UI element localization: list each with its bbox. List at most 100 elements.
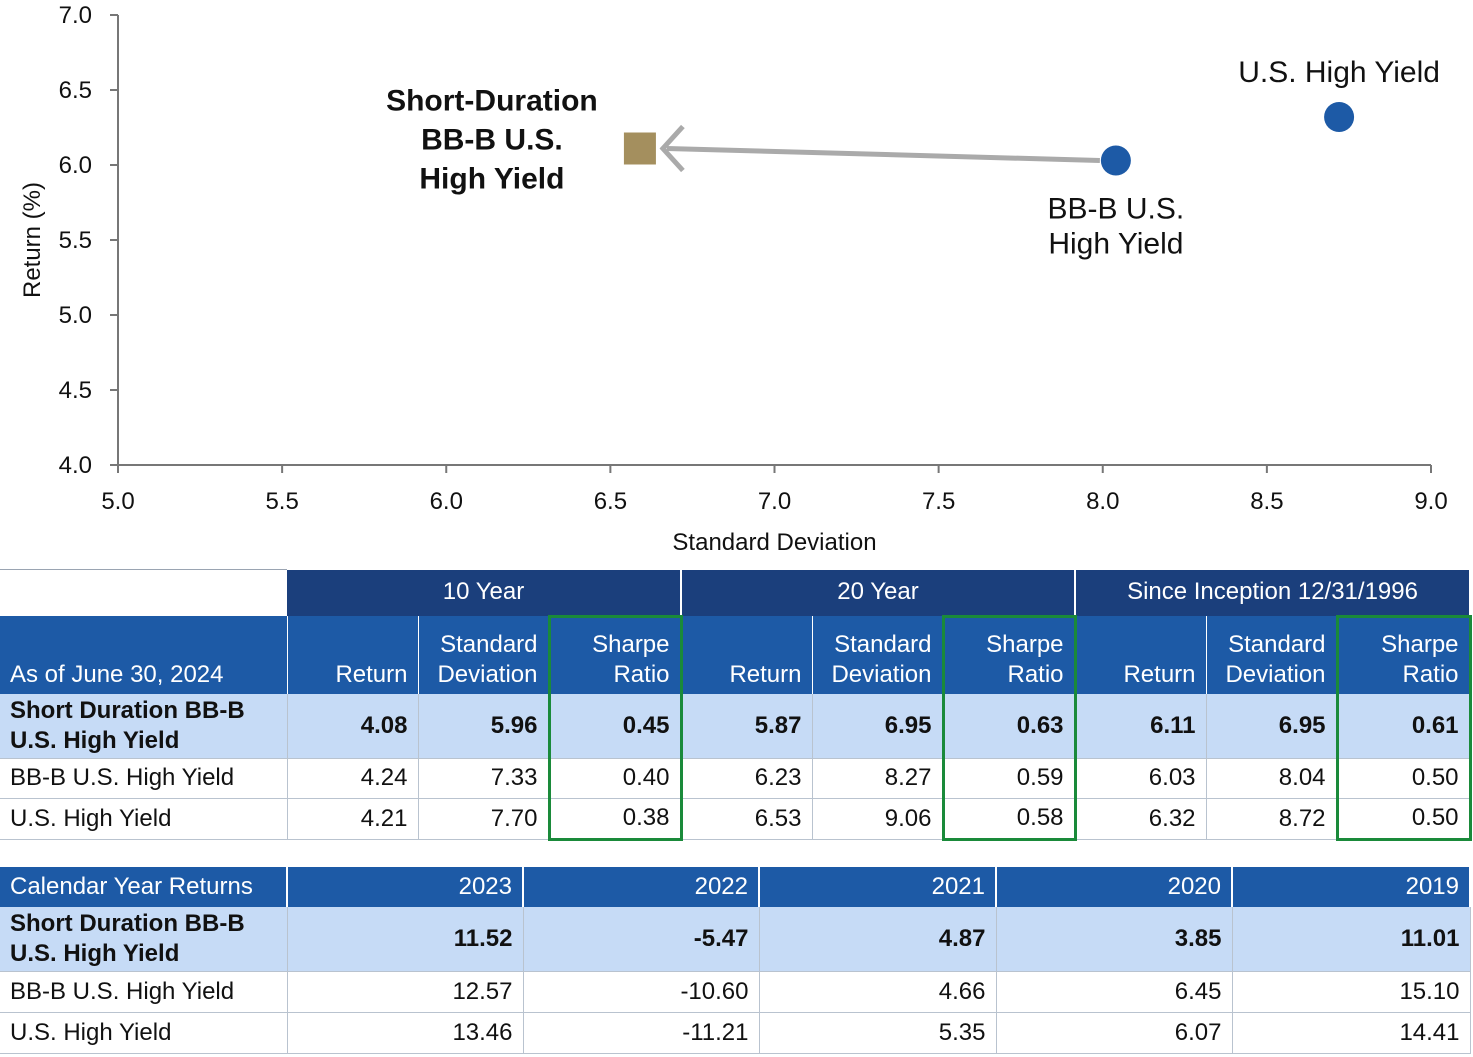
point-label: BB-B U.S.	[1048, 193, 1185, 226]
y-tick-label: 7.0	[59, 2, 92, 29]
table-cell: 6.03	[1075, 758, 1207, 799]
row-label-line: BB-B U.S. High Yield	[10, 978, 235, 1005]
table-cell: 8.04	[1206, 758, 1338, 799]
metric-header-line: Deviation	[831, 660, 932, 688]
table-cell: 0.58	[941, 798, 1077, 841]
metric-header-line: Sharpe	[592, 630, 670, 658]
metric-header-line: Ratio	[1402, 660, 1459, 688]
metric-header: Return	[287, 616, 419, 694]
table-cell: -5.47	[523, 907, 760, 972]
table-cell: 6.95	[812, 693, 944, 759]
metric-header-line: Sharpe	[1381, 630, 1459, 658]
table-cell: 0.45	[547, 693, 683, 759]
table-cell: 12.57	[287, 971, 524, 1013]
table-cell: 0.59	[941, 758, 1077, 799]
table-cell: 11.01	[1232, 907, 1471, 972]
metric-header-line: Return	[335, 660, 408, 688]
calendar-title: Calendar Year Returns	[0, 867, 288, 907]
x-tick-label: 6.0	[430, 488, 463, 515]
metric-header-line: Standard	[834, 630, 932, 658]
year-header: 2021	[759, 867, 997, 907]
y-tick-label: 4.0	[59, 452, 92, 479]
metric-header-line: Return	[729, 660, 802, 688]
metric-header-line: Deviation	[437, 660, 538, 688]
row-label: U.S. High Yield	[0, 798, 288, 840]
year-header: 2023	[287, 867, 524, 907]
table-cell: 7.33	[418, 758, 550, 799]
x-axis-title: Standard Deviation	[672, 529, 876, 556]
arrow-shaft	[666, 146, 1100, 163]
table-cell: 0.50	[1335, 798, 1472, 841]
x-tick-label: 5.5	[265, 488, 298, 515]
metric-header-line: Return	[1123, 660, 1196, 688]
table-cell: 6.45	[996, 971, 1233, 1013]
table-cell: -11.21	[523, 1012, 760, 1054]
year-header: 2022	[523, 867, 760, 907]
point-label: U.S. High Yield	[1238, 56, 1440, 89]
table-cell: 3.85	[996, 907, 1233, 972]
table-cell: 8.27	[812, 758, 944, 799]
table-cell: 6.23	[681, 758, 813, 799]
metric-header-line: Sharpe	[986, 630, 1064, 658]
y-tick-label: 5.0	[59, 302, 92, 329]
metric-header-line: Deviation	[1225, 660, 1326, 688]
row-label-line: U.S. High Yield	[10, 1019, 172, 1046]
year-header: 2020	[996, 867, 1233, 907]
point-label: BB-B U.S.	[421, 124, 563, 157]
row-label: BB-B U.S. High Yield	[0, 971, 288, 1013]
table-cell: 4.87	[759, 907, 997, 972]
metric-header: Return	[681, 616, 813, 694]
x-tick-label: 5.0	[101, 488, 134, 515]
table-cell: 4.66	[759, 971, 997, 1013]
table-cell: 6.11	[1075, 693, 1207, 759]
table-cell: 11.52	[287, 907, 524, 972]
table-cell: -10.60	[523, 971, 760, 1013]
table-cell: 4.08	[287, 693, 419, 759]
period-header-row: 10 Year 20 Year Since Inception 12/31/19…	[0, 569, 1472, 616]
x-tick-label: 7.5	[922, 488, 955, 515]
x-tick-label: 9.0	[1414, 488, 1447, 515]
table-cell: 8.72	[1206, 798, 1338, 840]
table-cell: 0.50	[1335, 758, 1472, 799]
row-label-line: U.S. High Yield	[10, 940, 180, 967]
period-header-since-inception: Since Inception 12/31/1996	[1075, 569, 1472, 616]
y-tick-label: 5.5	[59, 227, 92, 254]
table-cell: 4.21	[287, 798, 419, 840]
table-cell: 5.87	[681, 693, 813, 759]
table-cell: 0.38	[547, 798, 683, 841]
table-cell: 7.70	[418, 798, 550, 840]
point-square-marker	[623, 132, 656, 165]
year-header: 2019	[1232, 867, 1471, 907]
y-axis-title: Return (%)	[19, 182, 46, 298]
metric-header: Return	[1075, 616, 1207, 694]
table-cell: 6.32	[1075, 798, 1207, 840]
row-label: U.S. High Yield	[0, 1012, 288, 1054]
row-label-line: Short Duration BB-B	[10, 696, 245, 724]
point-circle-marker	[1100, 145, 1131, 176]
table-cell: 4.24	[287, 758, 419, 799]
table-cell: 5.96	[418, 693, 550, 759]
y-tick-label: 4.5	[59, 377, 92, 404]
point-label: Short-Duration	[386, 85, 598, 118]
point-label: High Yield	[419, 163, 564, 196]
x-tick-label: 8.0	[1086, 488, 1119, 515]
y-tick-label: 6.5	[59, 77, 92, 104]
table-cell: 13.46	[287, 1012, 524, 1054]
table-cell: 0.40	[547, 758, 683, 799]
x-tick-label: 6.5	[594, 488, 627, 515]
table-cell: 6.53	[681, 798, 813, 840]
table-cell: 6.95	[1206, 693, 1338, 759]
table-cell: 5.35	[759, 1012, 997, 1054]
x-tick-label: 8.5	[1250, 488, 1283, 515]
blank-corner	[0, 569, 287, 616]
